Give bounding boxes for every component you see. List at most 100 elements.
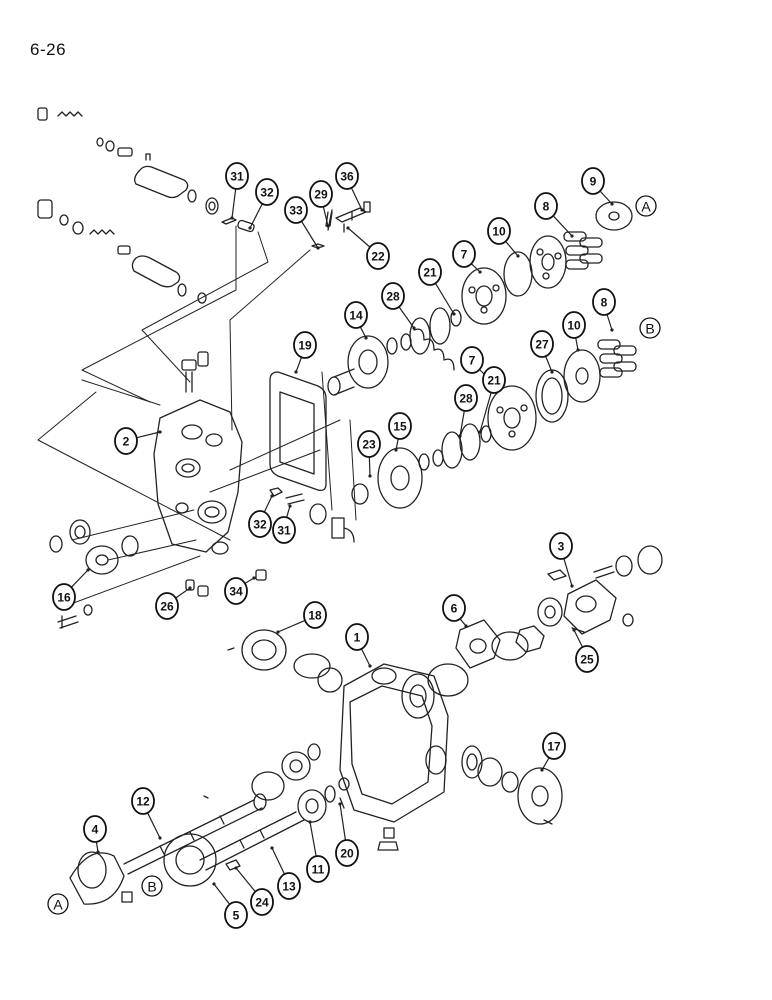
callout-leader: [295, 357, 303, 373]
callout-label: 3: [558, 540, 565, 554]
reference-label: A: [641, 199, 651, 215]
callout-arrowhead: [610, 328, 614, 332]
callout-arrowhead: [478, 270, 482, 274]
callout-arrowhead: [158, 836, 162, 840]
callout-27: 27: [530, 330, 554, 374]
callout-33: 33: [284, 196, 320, 250]
right-lower-parts: [339, 745, 563, 825]
callout-label: 8: [543, 200, 550, 214]
callout-label: 22: [371, 250, 385, 264]
callout-bubble: [255, 178, 279, 206]
pistons-lower: [597, 339, 637, 378]
callout-arrowhead: [540, 768, 544, 772]
reference-label: A: [53, 897, 63, 913]
callout-25: 25: [572, 628, 599, 673]
callout-arrowhead: [368, 664, 372, 668]
callout-label: 6: [451, 602, 458, 616]
callout-label: 25: [580, 653, 594, 667]
gasket-19: [269, 371, 327, 492]
callout-arrowhead: [96, 850, 100, 854]
callout-7: 7: [460, 346, 502, 392]
callout-26: 26: [155, 586, 192, 620]
callout-bubble: [306, 855, 330, 883]
callout-leader: [368, 456, 371, 477]
callout-arrowhead: [412, 326, 416, 330]
callout-label: 18: [308, 609, 322, 623]
callout-bubble: [225, 162, 249, 190]
callout-label: 26: [160, 600, 174, 614]
callout-label: 32: [260, 186, 274, 200]
callout-bubble: [335, 839, 359, 867]
callout-label: 8: [601, 296, 608, 310]
lower-rotating-group: [331, 339, 637, 543]
callout-1: 1: [345, 623, 372, 668]
callout-leader: [599, 190, 613, 205]
callout-15: 15: [388, 412, 412, 452]
callout-bubble: [534, 192, 558, 220]
callout-31: 31: [272, 504, 296, 544]
callout-19: 19: [293, 331, 317, 374]
housing-1: [339, 663, 449, 851]
callout-leader: [231, 188, 237, 219]
callout-bubble: [388, 412, 412, 440]
callout-bubble: [592, 288, 616, 316]
callout-bubble: [224, 577, 248, 605]
callout-32: 32: [248, 178, 279, 230]
callout-label: 4: [92, 823, 99, 837]
callout-leader: [286, 505, 291, 518]
callout-arrowhead: [212, 882, 216, 886]
callout-label: 13: [282, 880, 296, 894]
callout-bubble: [452, 240, 476, 268]
callout-bubble: [114, 427, 138, 455]
callout-8: 8: [592, 288, 616, 332]
callout-arrowhead: [368, 474, 372, 478]
callout-bubble: [530, 330, 554, 358]
callout-bubble: [131, 787, 155, 815]
callout-24: 24: [234, 866, 274, 916]
callout-leader: [235, 867, 256, 893]
callout-4: 4: [83, 815, 107, 854]
callout-leader: [95, 841, 99, 853]
callout-label: 29: [314, 188, 328, 202]
spring-31: [221, 217, 237, 225]
callout-label: 21: [487, 374, 501, 388]
callout-leader: [136, 431, 161, 439]
reference-label: B: [645, 321, 654, 337]
right-upper-parts: [427, 545, 663, 697]
callout-2: 2: [114, 427, 162, 455]
bracket-22: [335, 207, 367, 233]
callout-bubble: [303, 601, 327, 629]
callout-31: 31: [225, 162, 249, 220]
callout-bubble: [581, 167, 605, 195]
callout-bubble: [344, 301, 368, 329]
callout-arrowhead: [294, 370, 298, 374]
callout-leader: [249, 203, 263, 229]
callout-10: 10: [562, 311, 586, 352]
callout-bubble: [224, 901, 248, 929]
page-number: 6-26: [30, 40, 67, 59]
callout-leader: [347, 227, 371, 248]
callout-bubble: [335, 162, 359, 190]
callout-label: 15: [393, 420, 407, 434]
reference-A: A: [635, 195, 657, 217]
callout-29: 29: [309, 180, 333, 228]
callout-23: 23: [357, 430, 381, 478]
callout-bubble: [575, 645, 599, 673]
reference-label: B: [147, 879, 156, 895]
reference-circle: [639, 317, 661, 339]
callout-leader: [470, 263, 481, 273]
reference-markers: A B A B: [47, 195, 661, 915]
callout-14: 14: [344, 301, 368, 340]
callout-leader: [398, 306, 415, 329]
callout-leader: [563, 558, 573, 587]
callout-bubble: [381, 282, 405, 310]
callout-36: 36: [335, 162, 364, 212]
callout-arrowhead: [364, 336, 368, 340]
callout-7: 7: [452, 240, 482, 274]
upper-spool-assembly: [37, 107, 219, 215]
callout-21: 21: [418, 258, 456, 316]
callout-label: 27: [535, 338, 549, 352]
callout-leader: [505, 240, 519, 257]
callout-leader: [175, 587, 191, 599]
callout-label: 10: [567, 319, 581, 333]
